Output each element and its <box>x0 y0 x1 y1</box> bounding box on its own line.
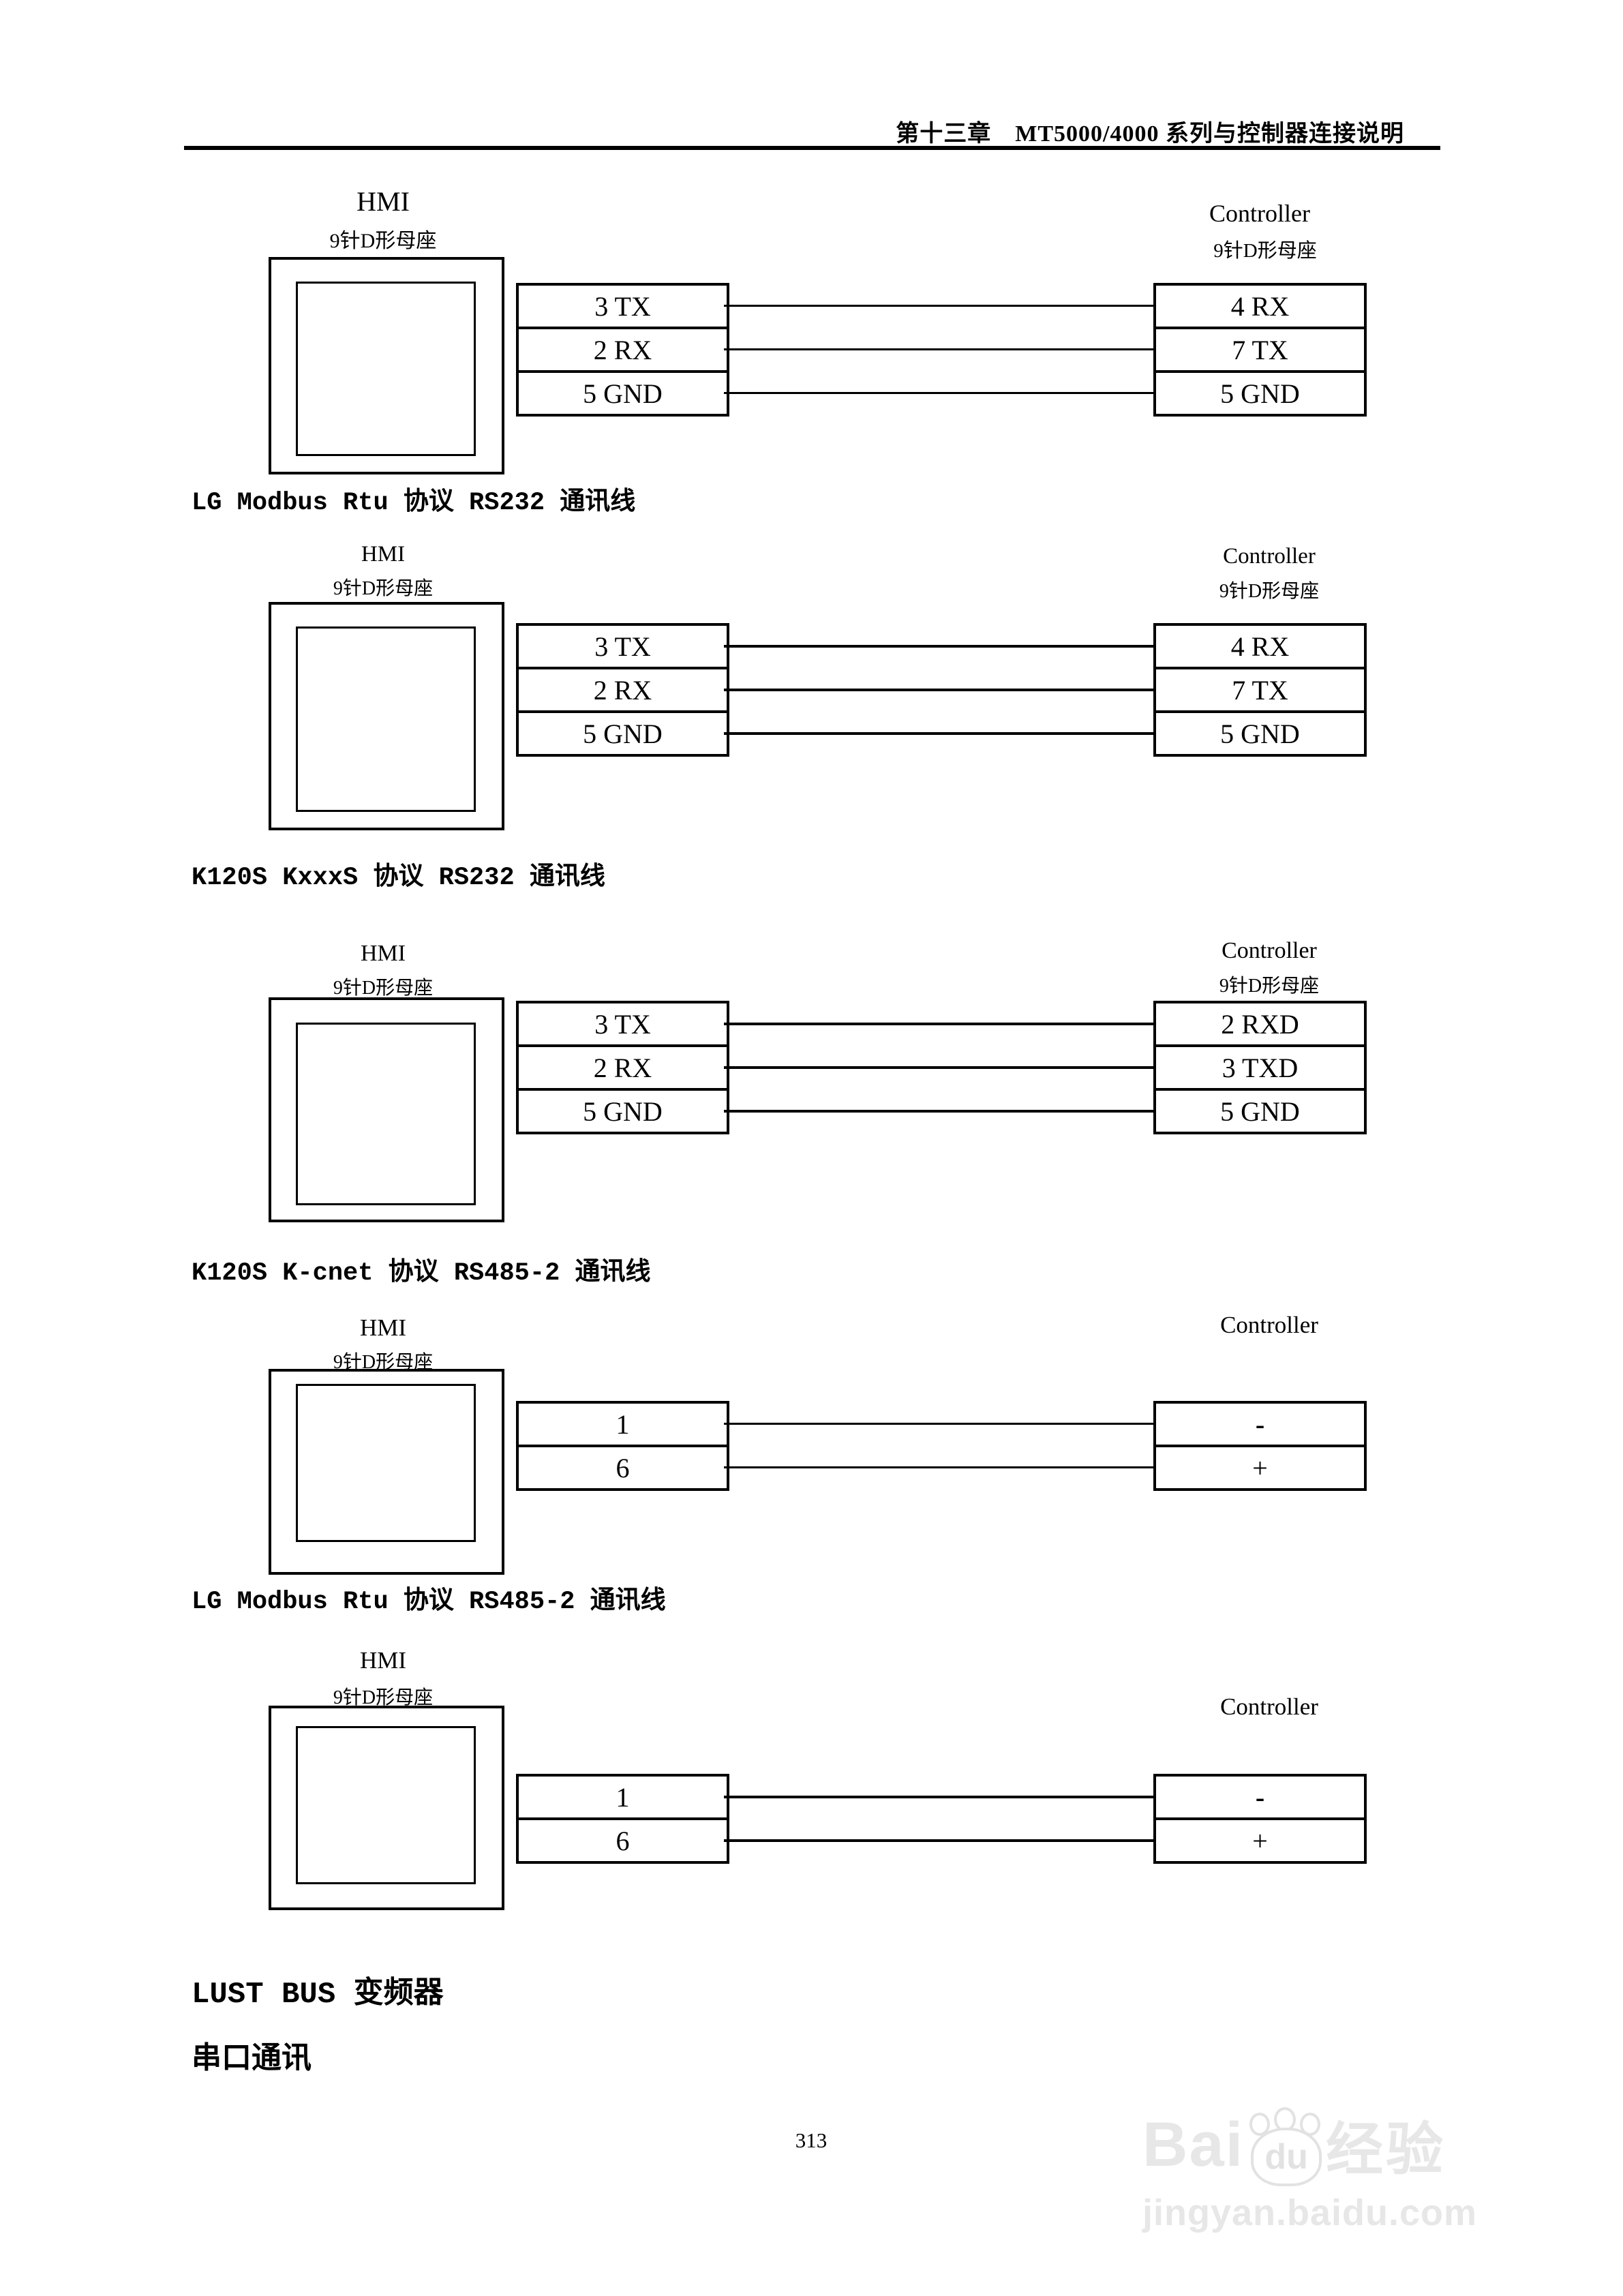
hmi-pin-cell: 1 <box>616 1781 630 1813</box>
hmi-pin-cell: 2 RX <box>519 1044 727 1088</box>
hmi-label: HMI <box>359 1314 407 1341</box>
hmi-pin-table: 3 TX 2 RX 5 GND <box>516 623 729 757</box>
controller-pin-cell: 7 TX <box>1156 667 1364 710</box>
hmi-pin-cell: 3 TX <box>594 631 651 662</box>
hmi-connector-inner <box>296 626 476 812</box>
hmi-pin-table: 1 6 <box>516 1774 729 1864</box>
hmi-connector-label: 9针D形母座 <box>333 1687 434 1708</box>
hmi-label: HMI <box>357 186 410 217</box>
controller-label: Controller <box>1220 1312 1318 1338</box>
controller-pin-cell: 3 TXD <box>1156 1044 1364 1088</box>
controller-connector-label: 9针D形母座 <box>1219 581 1320 602</box>
controller-pin-cell: + <box>1156 1445 1364 1488</box>
heading-lust-bus: LUST BUS 变频器 <box>192 1978 444 2012</box>
page-number: 313 <box>795 2128 828 2152</box>
hmi-connector-label: 9针D形母座 <box>333 578 434 599</box>
hmi-pin-cell: 5 GND <box>519 370 727 414</box>
controller-pin-cell: - <box>1255 1408 1265 1440</box>
baidu-logo-text: Bai <box>1142 2110 1245 2179</box>
controller-label: Controller <box>1209 200 1310 227</box>
hmi-pin-cell: 1 <box>616 1408 630 1440</box>
controller-label: Controller <box>1222 938 1317 963</box>
hmi-connector-inner <box>296 1726 476 1884</box>
hmi-connector-inner <box>296 282 476 456</box>
hmi-pin-cell: 3 TX <box>594 1008 651 1040</box>
wire <box>724 392 1153 394</box>
controller-pin-cell: 5 GND <box>1156 370 1364 414</box>
controller-pin-cell: 4 RX <box>1230 290 1290 322</box>
baidu-watermark: Bai du 经验 jingyan.baidu.com <box>1142 2104 1477 2234</box>
hmi-pin-cell: 6 <box>519 1817 727 1861</box>
baidu-paw-text: du <box>1251 2127 1322 2186</box>
hmi-pin-cell: 2 RX <box>519 327 727 370</box>
heading-serial-comm: 串口通讯 <box>192 2043 312 2077</box>
hmi-pin-table: 1 6 <box>516 1401 729 1491</box>
controller-connector-label: 9针D形母座 <box>1213 240 1317 262</box>
hmi-connector-inner <box>296 1023 476 1205</box>
section-caption-1: LG Modbus Rtu 协议 RS232 通讯线 <box>192 489 636 517</box>
watermark-url: jingyan.baidu.com <box>1142 2192 1478 2233</box>
hmi-pin-table: 3 TX 2 RX 5 GND <box>516 1001 729 1134</box>
hmi-pin-table: 3 TX 2 RX 5 GND <box>516 283 729 417</box>
hmi-label: HMI <box>361 542 406 567</box>
baidu-paw-icon: du <box>1248 2106 1322 2186</box>
header-rule <box>184 146 1440 150</box>
controller-pin-table: 4 RX 7 TX 5 GND <box>1153 283 1367 417</box>
hmi-label: HMI <box>360 941 406 966</box>
controller-pin-table: 4 RX 7 TX 5 GND <box>1153 623 1367 757</box>
wire <box>724 1796 1153 1798</box>
section-caption-2: K120S KxxxS 协议 RS232 通讯线 <box>192 864 605 892</box>
hmi-label: HMI <box>359 1647 407 1674</box>
controller-pin-cell: 2 RXD <box>1221 1008 1299 1040</box>
wire <box>724 305 1153 307</box>
wire <box>724 1423 1153 1425</box>
hmi-connector-label: 9针D形母座 <box>333 978 434 999</box>
controller-pin-cell: + <box>1156 1817 1364 1861</box>
wire <box>724 1023 1153 1025</box>
wire <box>724 1466 1153 1468</box>
wire <box>724 689 1153 691</box>
controller-pin-cell: 5 GND <box>1156 1088 1364 1132</box>
section-caption-3: K120S K-cnet 协议 RS485-2 通讯线 <box>192 1259 651 1288</box>
hmi-pin-cell: 5 GND <box>519 710 727 754</box>
wire <box>724 1110 1153 1113</box>
hmi-connector-label: 9针D形母座 <box>329 230 437 252</box>
baidu-logo-cn: 经验 <box>1326 2117 1446 2181</box>
controller-pin-cell: 5 GND <box>1156 710 1364 754</box>
baidu-logo: Bai du 经验 <box>1142 2104 1477 2186</box>
hmi-pin-cell: 6 <box>519 1445 727 1488</box>
wire <box>724 1066 1153 1069</box>
controller-label: Controller <box>1220 1693 1318 1720</box>
hmi-pin-cell: 2 RX <box>519 667 727 710</box>
controller-pin-cell: 4 RX <box>1230 631 1290 662</box>
controller-pin-table: - + <box>1153 1401 1367 1491</box>
wire <box>724 1839 1153 1842</box>
wire <box>724 732 1153 735</box>
controller-connector-label: 9针D形母座 <box>1219 976 1320 997</box>
controller-pin-table: 2 RXD 3 TXD 5 GND <box>1153 1001 1367 1134</box>
hmi-pin-cell: 3 TX <box>594 290 651 322</box>
hmi-connector-inner <box>296 1384 476 1542</box>
controller-label: Controller <box>1223 544 1316 569</box>
controller-pin-cell: 7 TX <box>1156 327 1364 370</box>
chapter-title: 第十三章 MT5000/4000 系列与控制器连接说明 <box>896 121 1404 147</box>
controller-pin-table: - + <box>1153 1774 1367 1864</box>
wire <box>724 645 1153 648</box>
controller-pin-cell: - <box>1255 1781 1265 1813</box>
wire <box>724 348 1153 350</box>
section-caption-4: LG Modbus Rtu 协议 RS485-2 通讯线 <box>192 1588 666 1616</box>
hmi-pin-cell: 5 GND <box>519 1088 727 1132</box>
